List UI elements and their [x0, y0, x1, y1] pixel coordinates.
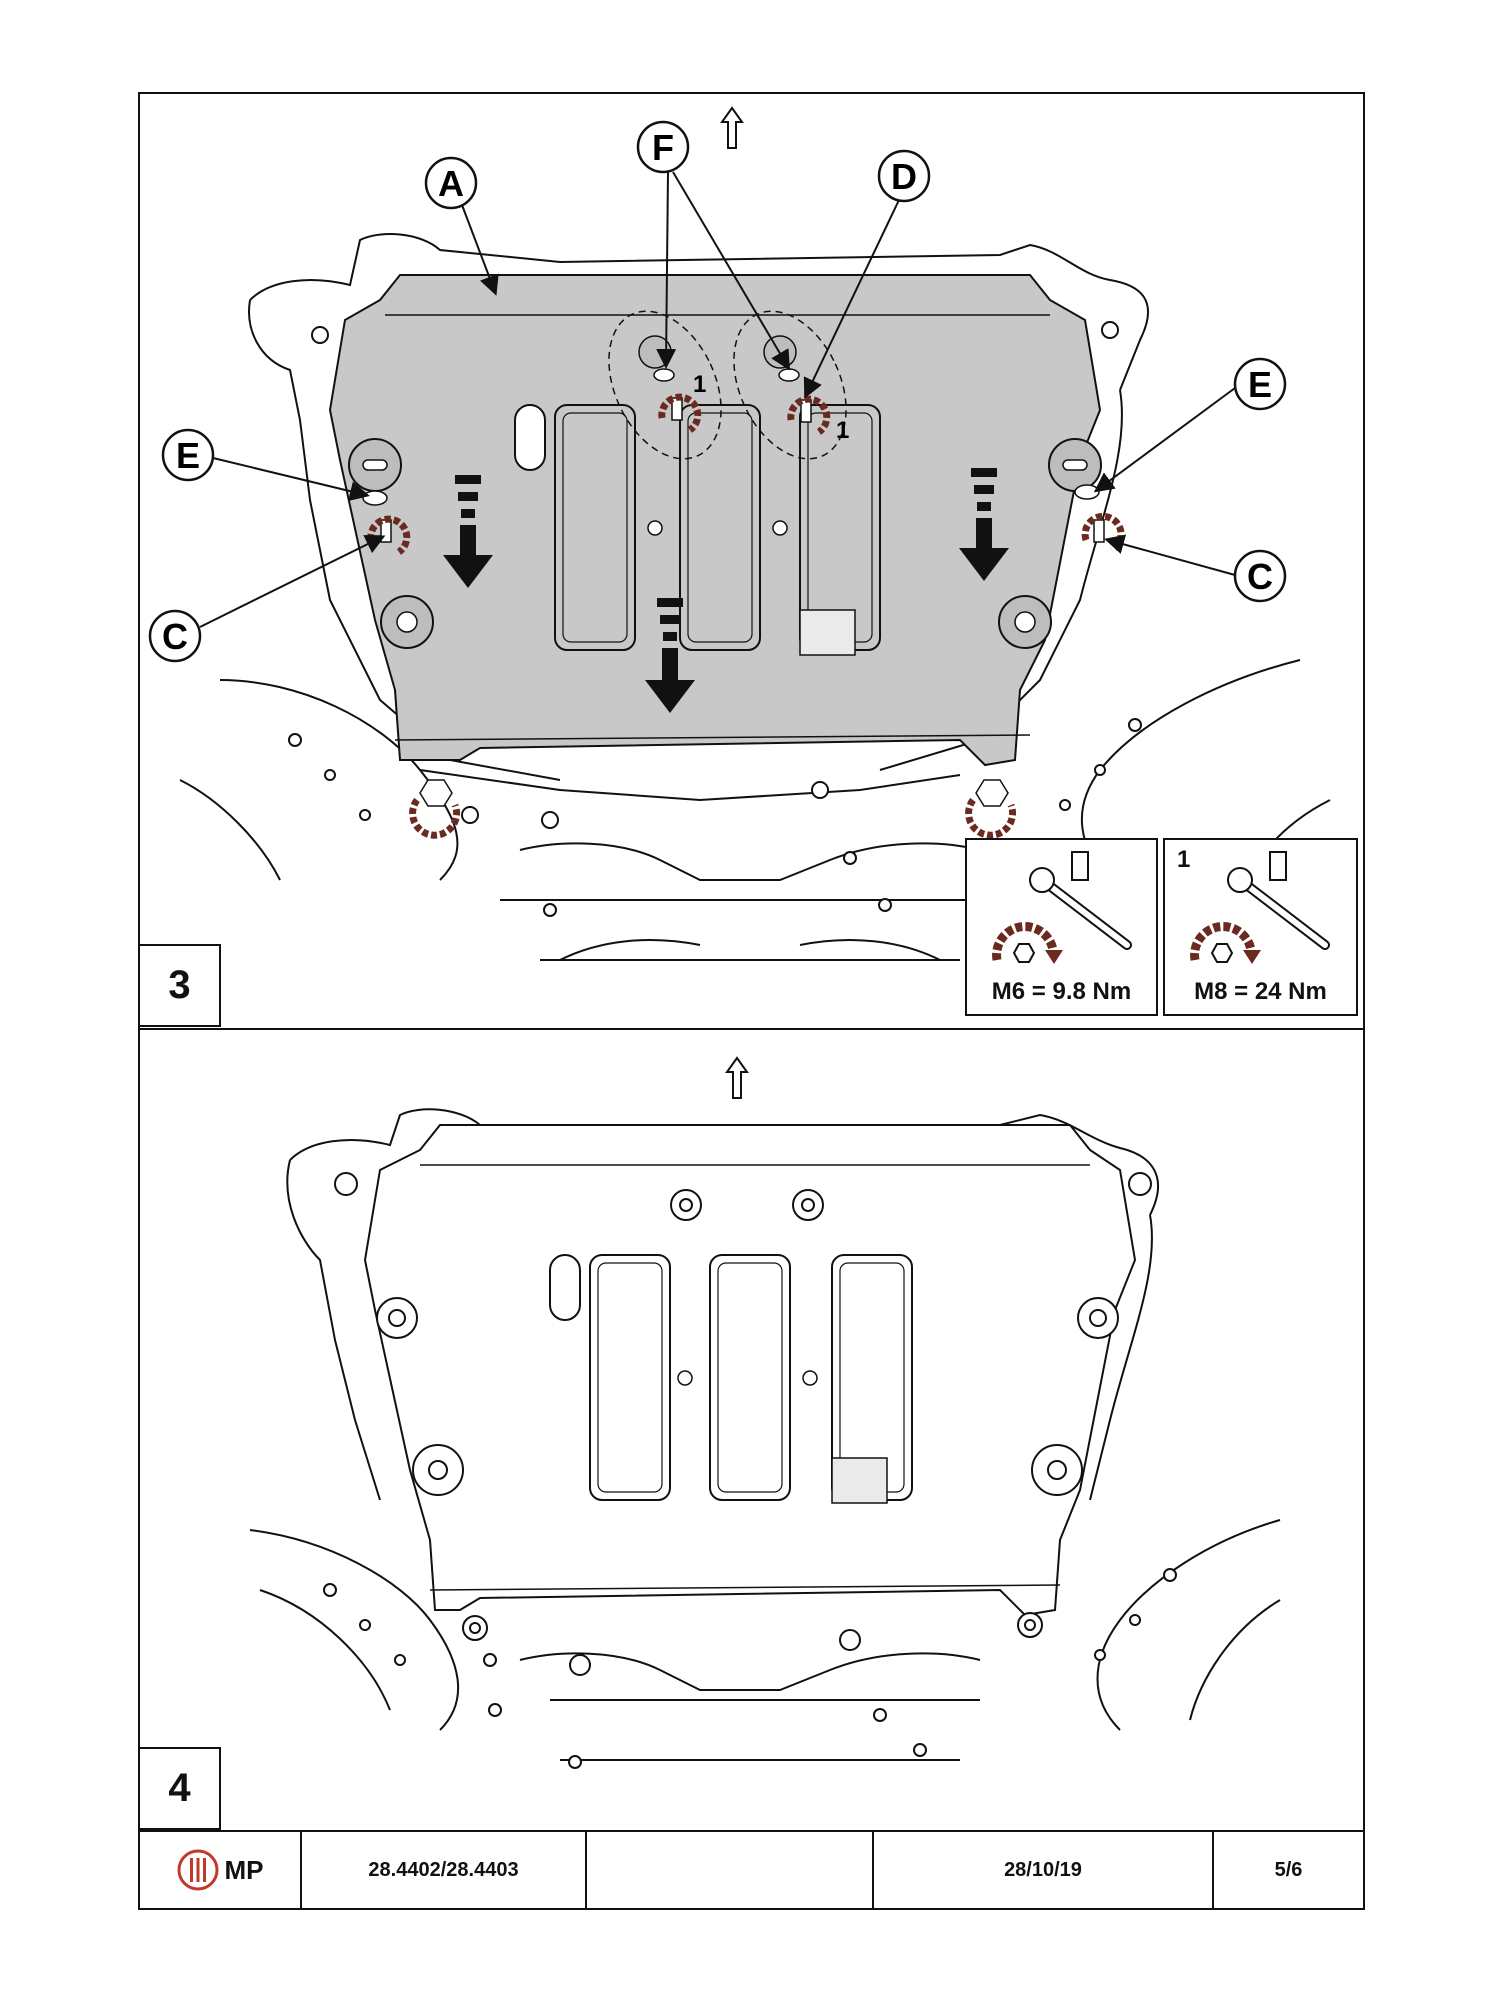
blank-cell [587, 1832, 874, 1908]
step-number-4: 4 [138, 1747, 221, 1830]
torque-label-m6: M6 = 9.8 Nm [991, 978, 1132, 1005]
callout-e-right: E [1248, 364, 1272, 405]
panel-divider [138, 1028, 1365, 1030]
callout-c-right: C [1247, 556, 1273, 597]
callout-d: D [891, 156, 917, 197]
torque-label-m8: M8 = 24 Nm [1194, 978, 1327, 1005]
torque-mark-m8: 1 [1177, 846, 1191, 873]
body-holes [288, 321, 1142, 917]
panel-3-drawing [148, 106, 1331, 961]
fwd-arrow-icon-4 [725, 1056, 749, 1099]
mp-logo-icon [177, 1849, 218, 1891]
fwd-arrow-icon [720, 106, 744, 149]
fasteners-panel-3 [362, 368, 1125, 839]
ratchet-wrench-icon [1190, 851, 1330, 964]
torque-spec-m8: 1 M8 = 24 Nm [1163, 838, 1358, 1016]
callout-a: A [438, 163, 464, 204]
callout-leaders [199, 171, 1236, 628]
callout-f: F [652, 127, 674, 168]
torque-ref-right: 1 [836, 417, 849, 444]
callout-e-left: E [176, 435, 200, 476]
ratchet-wrench-icon [992, 851, 1132, 964]
logo-cell: MP [140, 1832, 302, 1908]
panel-4-drawing [249, 1056, 1281, 1769]
title-block: MP 28.4402/28.4403 28/10/19 5/6 [138, 1830, 1365, 1910]
callout-circles [148, 120, 1287, 663]
skid-plate-installed [363, 1124, 1137, 1617]
logo-text: MP [224, 1854, 264, 1885]
skid-plate-a [328, 274, 1102, 767]
part-number-cell: 28.4402/28.4403 [302, 1832, 587, 1908]
torque-ref-left: 1 [693, 371, 706, 398]
installed-bolts [334, 1172, 1152, 1676]
date-cell: 28/10/19 [874, 1832, 1214, 1908]
install-direction-arrows [443, 468, 1009, 713]
body-holes-4 [323, 1568, 1177, 1769]
page-cell: 5/6 [1274, 1858, 1303, 1881]
step-number-3: 3 [138, 944, 221, 1027]
torque-spec-m6: M6 = 9.8 Nm [965, 838, 1158, 1016]
callout-c-left: C [162, 616, 188, 657]
